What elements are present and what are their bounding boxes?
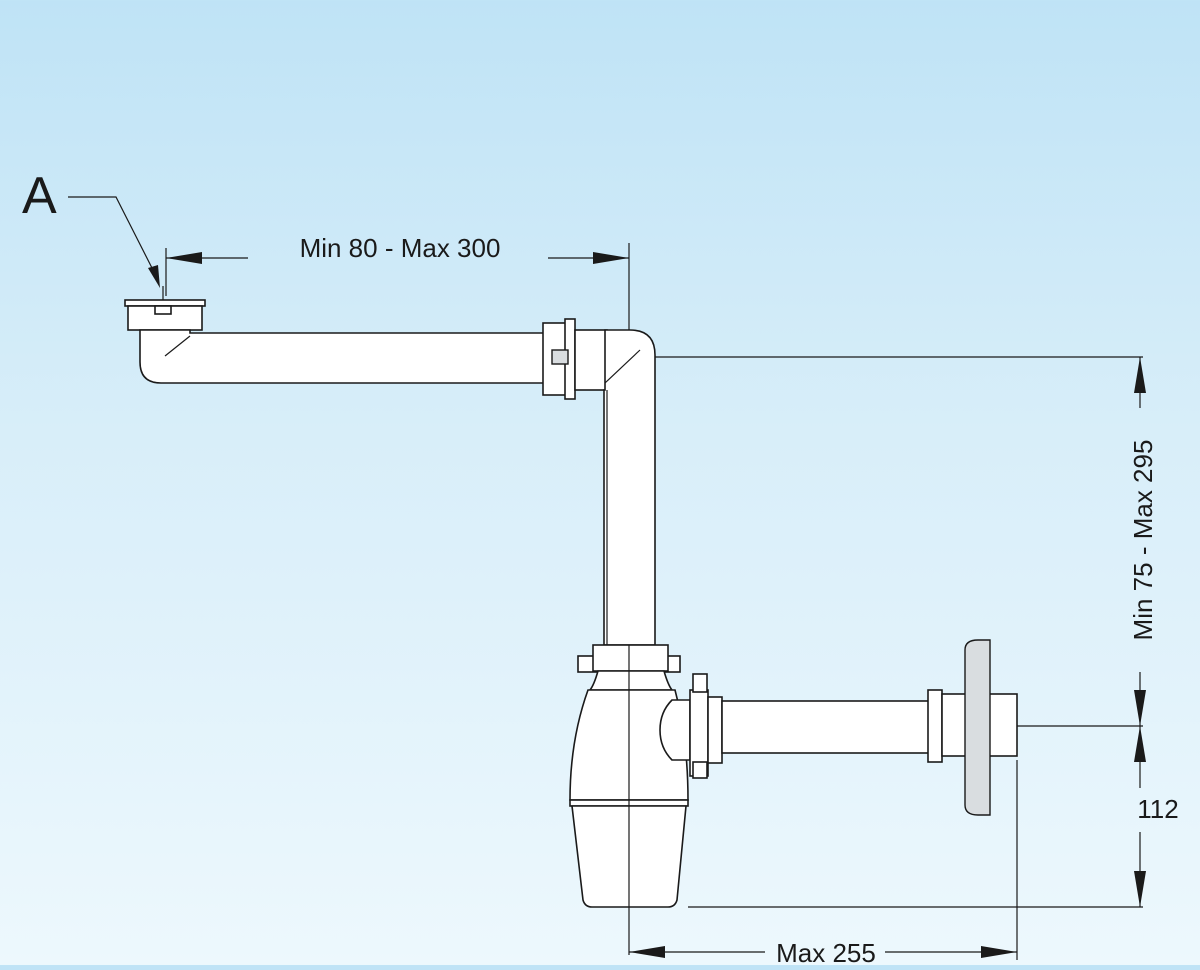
dimension-top-arrow-left bbox=[166, 252, 202, 264]
outlet-nut-bottom-tab bbox=[692, 761, 708, 779]
outlet-pipe bbox=[721, 700, 933, 754]
upper-nut-detail bbox=[551, 349, 569, 365]
outlet-spigot bbox=[659, 699, 691, 761]
wall-nut bbox=[927, 689, 943, 763]
elbow-down bbox=[603, 329, 656, 646]
basin-waste bbox=[124, 286, 206, 331]
upper-elbow-seam bbox=[164, 335, 191, 357]
dimension-lower-arrow-top bbox=[1134, 726, 1146, 762]
dimension-bottom-label: Max 255 bbox=[776, 938, 876, 965]
dimension-lower: 112 bbox=[1134, 726, 1179, 907]
callout-label: A bbox=[22, 167, 57, 225]
dimension-top-label: Min 80 - Max 300 bbox=[300, 233, 501, 263]
dimension-lower-arrow-bottom bbox=[1134, 871, 1146, 907]
outlet-washer bbox=[707, 696, 723, 764]
dimension-right-arrow-bottom bbox=[1134, 690, 1146, 726]
bottle-trap bbox=[569, 644, 689, 955]
dimension-top: Min 80 - Max 300 bbox=[165, 233, 630, 340]
dimension-bottom: Max 255 bbox=[629, 760, 1018, 968]
dimension-lower-label: 112 bbox=[1137, 794, 1178, 824]
trap-neck bbox=[588, 670, 674, 691]
callout-arrowhead bbox=[148, 265, 160, 288]
elbow-seam bbox=[604, 349, 641, 384]
dimension-right: Min 75 - Max 295 bbox=[1128, 357, 1158, 726]
wall-rosette bbox=[964, 639, 991, 816]
vertical-pipe-body bbox=[603, 329, 656, 646]
waste-grate-slot bbox=[154, 305, 172, 315]
dimension-top-arrow-right bbox=[593, 252, 629, 264]
dimension-bottom-arrow-left bbox=[629, 946, 665, 958]
waste-flange bbox=[124, 299, 206, 307]
dimension-right-label: Min 75 - Max 295 bbox=[1128, 440, 1158, 641]
callout-leader-line bbox=[68, 196, 153, 269]
dimension-bottom-arrow-right bbox=[981, 946, 1017, 958]
upper-pipe bbox=[139, 329, 546, 384]
upper-coupling bbox=[542, 318, 608, 400]
dimension-right-arrow-top bbox=[1134, 357, 1146, 393]
upper-pipe-body bbox=[139, 329, 546, 384]
outlet-nut-top-tab bbox=[692, 673, 708, 693]
upper-coupling-sleeve bbox=[574, 329, 608, 391]
outlet-assembly bbox=[659, 639, 1018, 816]
callout-a: A bbox=[22, 167, 160, 288]
trap-top-nut bbox=[592, 644, 669, 672]
